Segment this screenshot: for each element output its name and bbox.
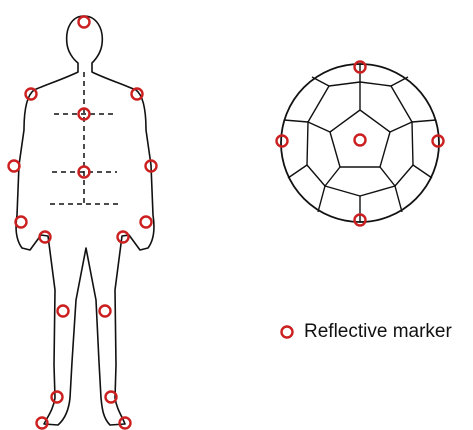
ball-center-panel xyxy=(330,110,390,167)
marker-head-top xyxy=(79,17,90,28)
marker-right-knee xyxy=(100,306,111,317)
marker-ball-center xyxy=(355,135,366,146)
legend: Reflective marker xyxy=(278,322,452,342)
soccer-ball xyxy=(281,64,439,222)
marker-right-wrist-outer xyxy=(141,217,152,228)
ball-seams xyxy=(284,64,436,222)
marker-left-knee xyxy=(58,306,69,317)
human-body-figure xyxy=(16,16,154,425)
reflective-markers xyxy=(9,17,444,429)
marker-left-wrist-outer xyxy=(16,217,27,228)
body-outline xyxy=(16,16,154,425)
body-reference-lines xyxy=(50,72,119,206)
legend-label: Reflective marker xyxy=(304,321,452,343)
marker-left-toe xyxy=(37,418,48,429)
marker-left-ankle xyxy=(52,392,63,403)
marker-right-wrist-inner xyxy=(118,232,129,243)
marker-left-elbow xyxy=(9,161,20,172)
red-circle-marker-icon xyxy=(278,323,296,341)
